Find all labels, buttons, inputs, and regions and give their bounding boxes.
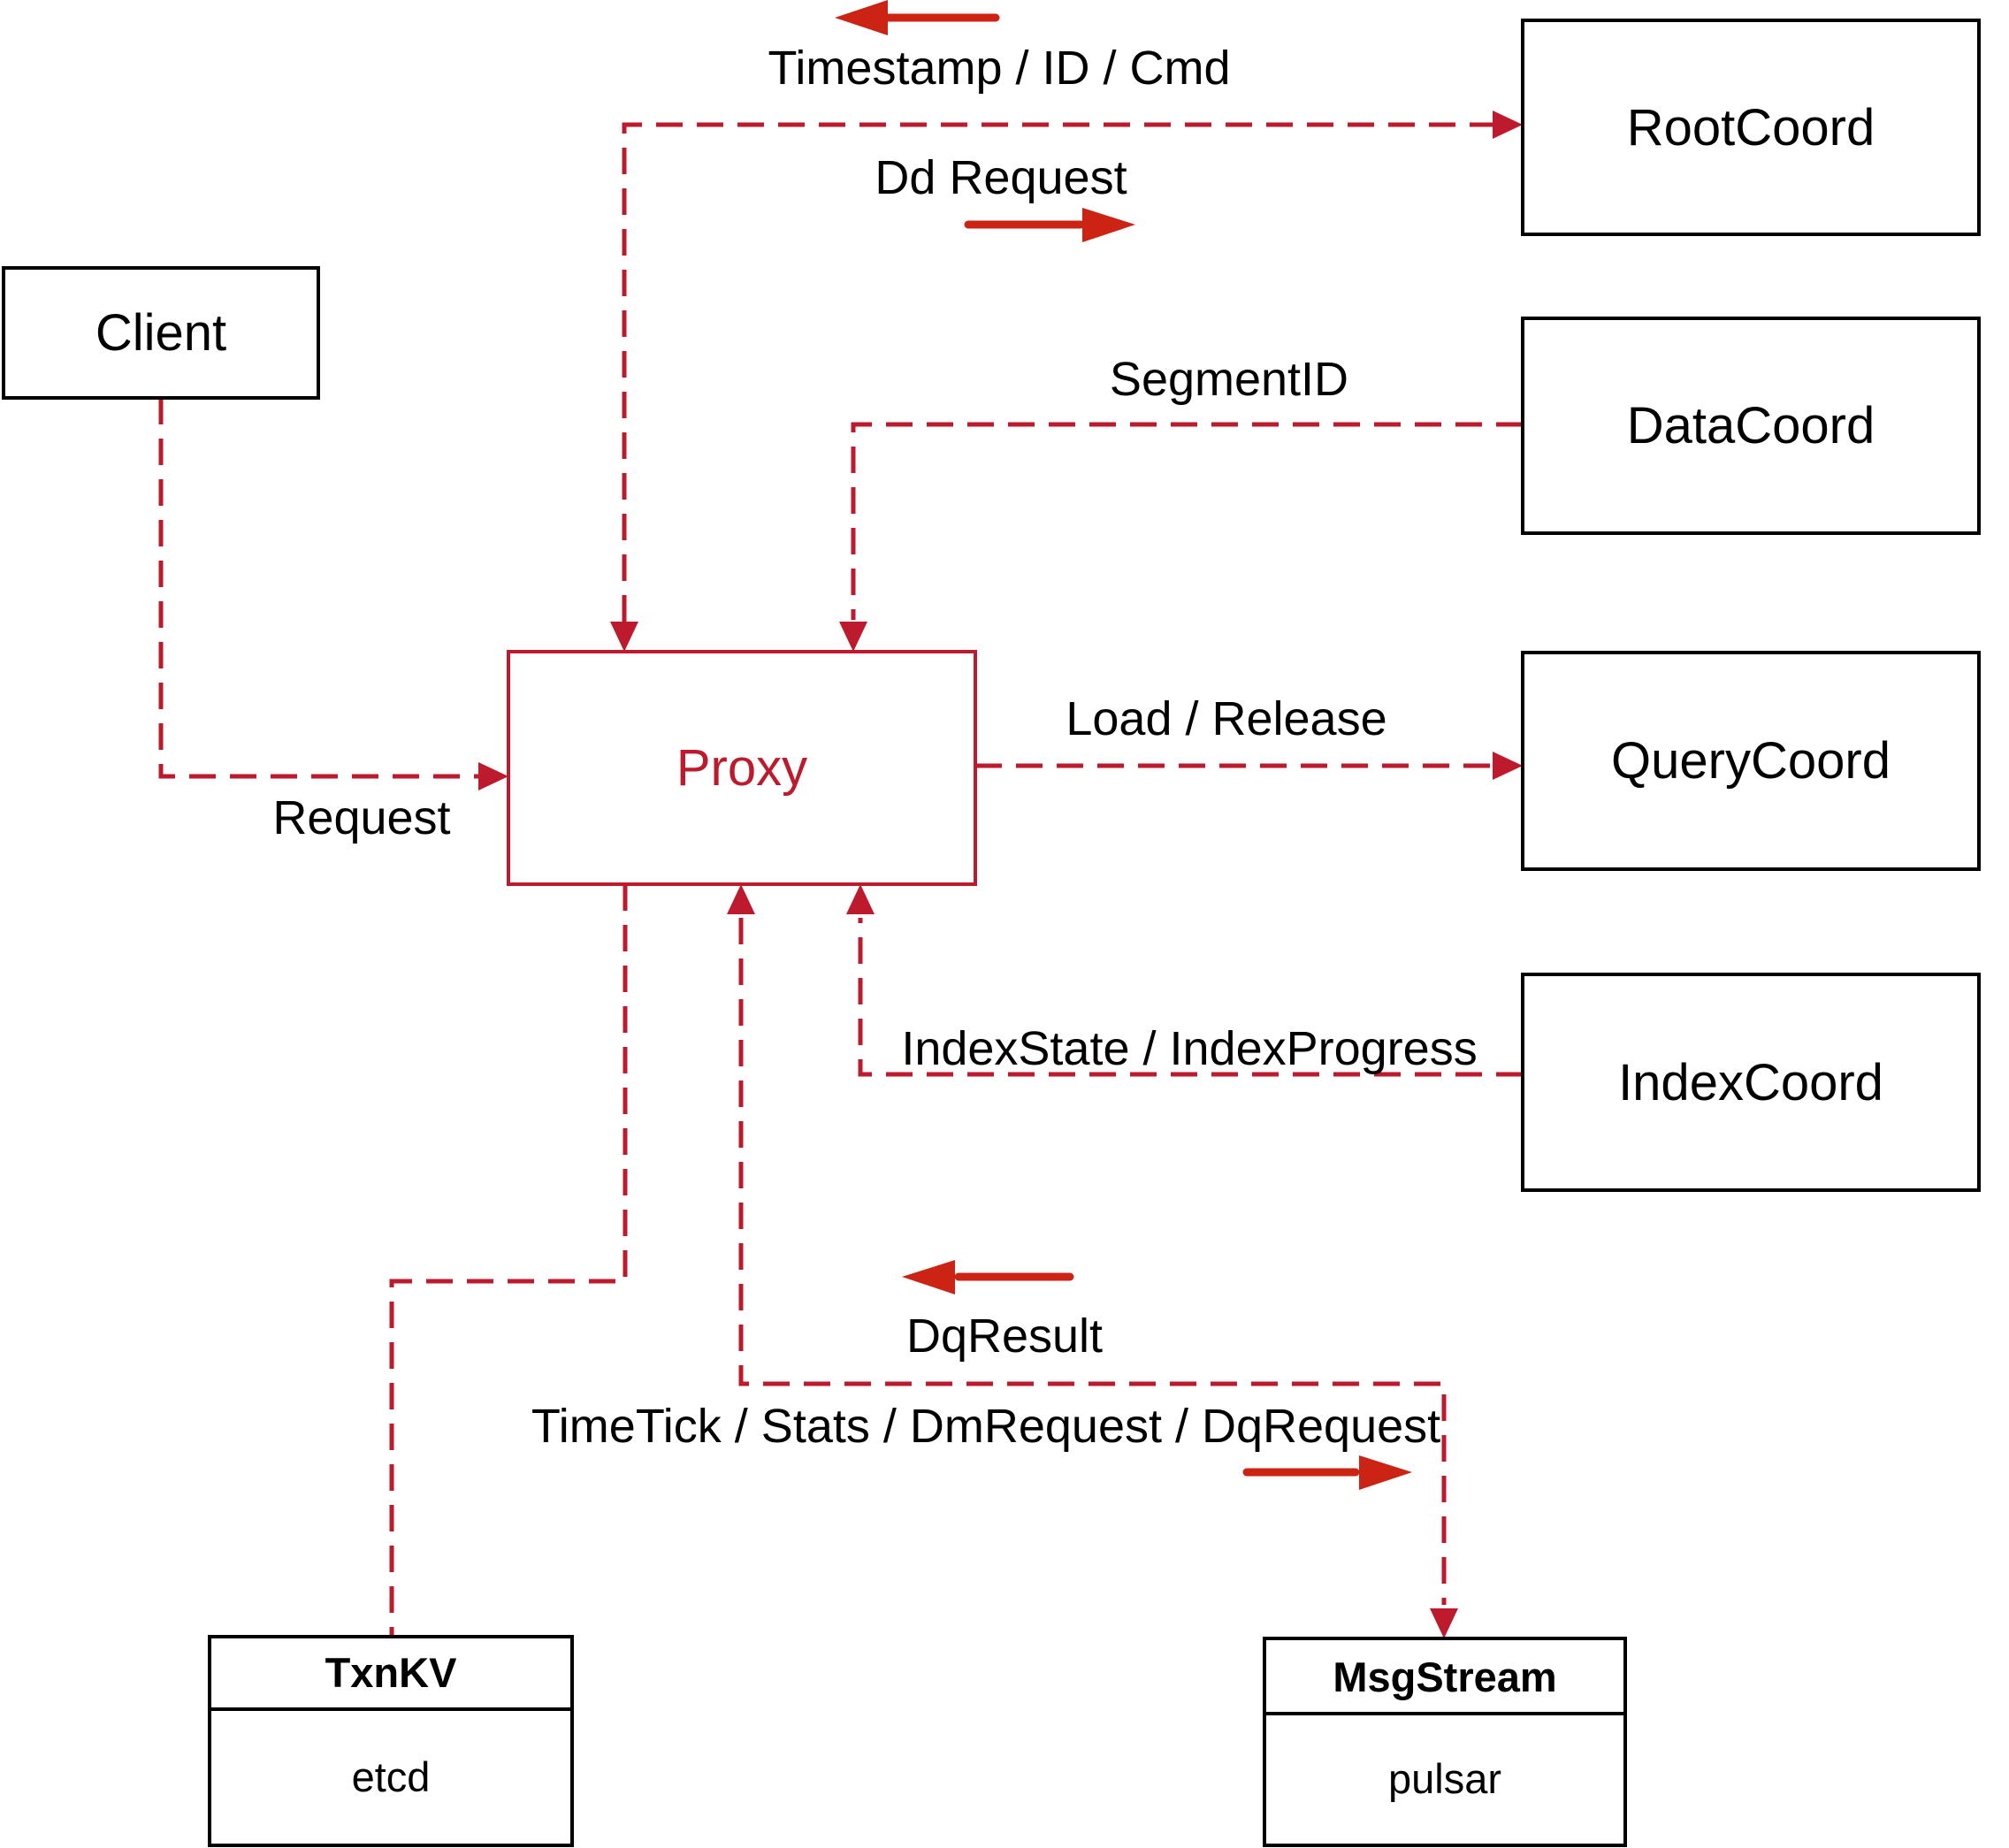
datacoord-box [1521,317,1981,535]
node-msgstream: MsgStream pulsar [1263,1637,1627,1847]
txnkv-box [208,1635,574,1847]
edge-datacoord-proxy [839,422,1523,652]
dd-request-flow-right-arrow-icon [964,208,1135,242]
arrowhead-into-proxy-top-left-icon [610,622,638,652]
indexcoord-box [1521,973,1981,1192]
edge-indexcoord-proxy-line [858,918,1523,1077]
time-tick-flow-right-arrow-icon [1242,1455,1412,1490]
edge-label-dq-result: DqResult [906,1310,1103,1363]
arrowhead-into-proxy-bottom-right-icon [846,884,875,914]
querycoord-box [1521,651,1981,871]
msgstream-implementation: pulsar [1388,1755,1501,1802]
edge-proxy-msgstream [727,884,1458,1638]
edge-rootcoord-proxy [610,111,1523,652]
timestamp-flow-left-arrow-icon [835,0,1000,35]
edge-label-index-state: IndexState / IndexProgress [901,1022,1477,1075]
dq-result-flow-left-arrow-icon [902,1260,1074,1294]
arrowhead-into-rootcoord-icon [1493,111,1523,139]
dq-result-arrow-head [902,1260,955,1294]
edge-proxy-txnkv [389,884,628,1635]
querycoord-label: QueryCoord [1611,732,1891,790]
arrowhead-into-proxy-left-icon [478,762,508,790]
rootcoord-label: RootCoord [1627,99,1875,157]
node-querycoord: QueryCoord [1521,651,1981,871]
arrowhead-into-msgstream-icon [1430,1608,1458,1638]
proxy-label: Proxy [676,739,807,797]
dd-request-arrow-head [1082,208,1135,242]
node-proxy: Proxy [507,650,977,886]
edge-label-time-tick: TimeTick / Stats / DmRequest / DqRequest [531,1400,1440,1453]
edge-proxy-txnkv-line [389,884,628,1635]
node-rootcoord: RootCoord [1521,19,1981,236]
datacoord-label: DataCoord [1627,397,1875,454]
arrowhead-into-proxy-top-right-icon [839,622,867,652]
edge-label-dd-request: Dd Request [875,151,1127,204]
proxy-box [507,650,977,886]
indexcoord-label: IndexCoord [1618,1054,1883,1111]
edge-label-segment-id: SegmentID [1110,353,1348,406]
edge-rootcoord-proxy-line [622,122,1496,646]
msgstream-title: MsgStream [1333,1653,1556,1700]
timestamp-arrow-head [835,0,888,35]
edge-proxy-msgstream-line [738,918,1447,1605]
node-client: Client [2,266,320,400]
time-tick-arrow-head [1359,1455,1412,1490]
rootcoord-box [1521,19,1981,236]
edge-datacoord-proxy-line [851,422,1523,620]
txnkv-implementation: etcd [352,1753,431,1800]
edge-client-proxy [158,398,508,790]
node-indexcoord: IndexCoord [1521,973,1981,1192]
client-label: Client [95,304,226,362]
node-txnkv: TxnKV etcd [208,1635,574,1847]
edge-label-load-release: Load / Release [1066,692,1386,745]
edge-label-request: Request [272,791,450,844]
client-box [2,266,320,400]
arrowhead-into-querycoord-icon [1493,752,1523,780]
edge-label-timestamp: Timestamp / ID / Cmd [768,42,1230,95]
edge-client-proxy-line [158,398,478,779]
edge-proxy-querycoord [975,752,1523,780]
node-datacoord: DataCoord [1521,317,1981,535]
edge-indexcoord-proxy [846,884,1523,1077]
msgstream-box [1263,1637,1627,1847]
arrowhead-into-proxy-bottom-left-icon [727,884,755,914]
txnkv-title: TxnKV [325,1649,458,1696]
